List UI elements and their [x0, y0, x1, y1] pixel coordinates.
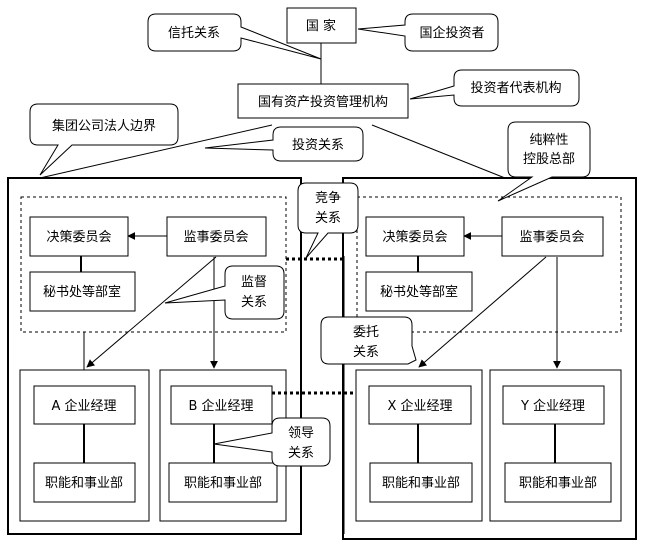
company-x-dept-box — [369, 462, 473, 503]
soe-investor-callout — [357, 13, 499, 52]
company-a-manager-label: A 企业经理 — [51, 398, 116, 414]
right-secretariat-box — [365, 271, 473, 312]
company-b-dept-label: 职能和事业部 — [184, 476, 262, 491]
company-x-manager-label: X 企业经理 — [387, 398, 452, 414]
left-secretariat-label: 秘书处等部室 — [43, 284, 121, 300]
company-y-manager-label: Y 企业经理 — [520, 398, 585, 414]
right-secretariat-label: 秘书处等部室 — [380, 284, 458, 300]
agency-to-right-group-line — [371, 124, 506, 179]
trust-relation-callout — [147, 13, 322, 60]
trust-relation-label: 信托关系 — [168, 26, 220, 41]
left-secretariat-box — [29, 271, 136, 312]
left-supervisory-box — [166, 216, 267, 257]
entrust-relation-callout — [320, 316, 417, 365]
investor-rep-label: 投资者代表机构 — [470, 80, 561, 96]
entrust-relation-line1: 委托 — [353, 325, 379, 340]
company-b-dept-box — [168, 462, 278, 503]
soe-investor-label: 国企投资者 — [419, 25, 484, 41]
left-decision-box — [29, 216, 129, 257]
right-decision-label: 决策委员会 — [382, 229, 447, 245]
company-y-dept-label: 职能和事业部 — [519, 476, 597, 491]
company-a-dept-box — [33, 462, 136, 503]
right-supervisory-box — [501, 216, 604, 257]
supervise-relation-line2: 关系 — [241, 295, 267, 310]
group-boundary-callout — [29, 103, 179, 176]
company-a-manager-box — [33, 385, 136, 425]
left-decision-label: 决策委员会 — [46, 229, 111, 245]
state-box — [286, 7, 357, 44]
compete-relation-line1: 竞争 — [315, 190, 341, 206]
supervise-relation-callout — [164, 265, 285, 320]
lead-relation-line1: 领导 — [288, 426, 314, 441]
holding-hq-label-line1: 纯粹性 — [529, 133, 568, 148]
holding-hq-label-line2: 控股总部 — [523, 152, 575, 167]
group-boundary-label: 集团公司法人边界 — [52, 118, 156, 134]
left-hq-dashed-box — [20, 196, 287, 333]
lead-relation-callout — [213, 417, 331, 467]
state-label: 国 家 — [306, 18, 336, 34]
company-x-dept-label: 职能和事业部 — [382, 476, 460, 491]
right-supervise-to-x-arrow — [418, 256, 547, 368]
compete-relation-line2: 关系 — [315, 211, 341, 226]
right-decision-box — [365, 216, 465, 257]
invest-relation-callout — [204, 126, 364, 162]
company-b-manager-box — [170, 385, 273, 425]
supervise-relation-line1: 监督 — [241, 275, 267, 290]
holding-hq-callout — [497, 121, 591, 202]
entrust-relation-line2: 关系 — [353, 345, 379, 360]
company-x-manager-box — [368, 385, 472, 425]
investor-rep-callout — [409, 69, 580, 107]
company-b-manager-label: B 企业经理 — [188, 398, 253, 414]
invest-relation-label: 投资关系 — [292, 137, 344, 153]
agency-to-left-group-line — [39, 124, 273, 179]
company-y-manager-box — [502, 385, 605, 425]
agency-box — [237, 83, 409, 119]
company-a-dept-label: 职能和事业部 — [45, 476, 123, 491]
left-supervisory-label: 监事委员会 — [183, 230, 248, 245]
right-hq-dashed-box — [356, 196, 622, 333]
left-group-boundary — [7, 177, 302, 535]
compete-relation-callout — [297, 182, 359, 259]
left-supervise-to-a-arrow — [86, 256, 217, 368]
agency-label: 国有资产投资管理机构 — [258, 94, 388, 110]
right-supervisory-label: 监事委员会 — [519, 230, 584, 245]
lead-relation-line2: 关系 — [288, 446, 314, 461]
company-y-dept-box — [504, 462, 612, 503]
